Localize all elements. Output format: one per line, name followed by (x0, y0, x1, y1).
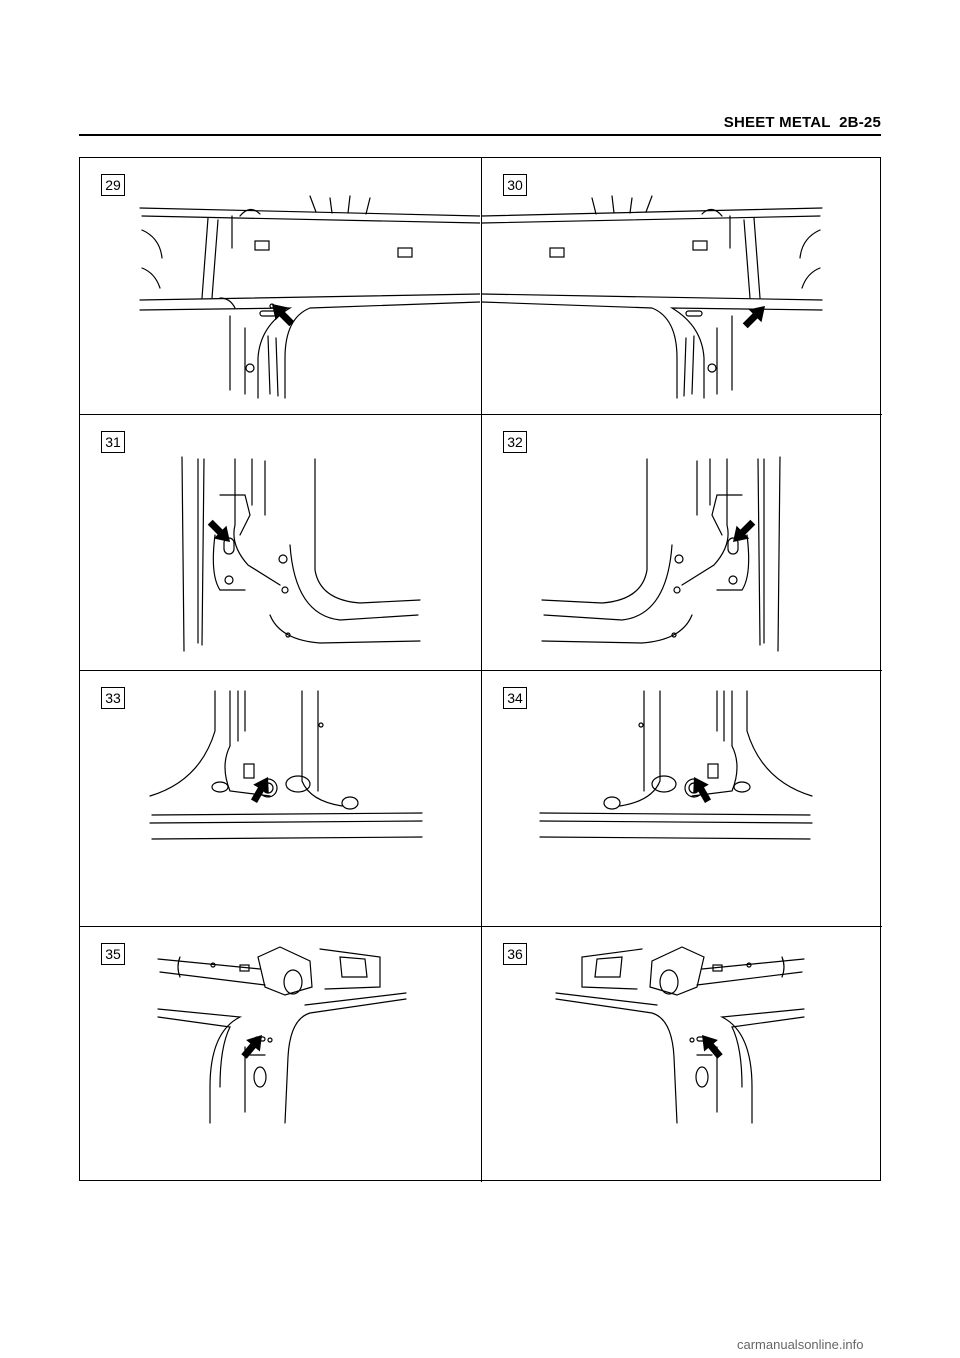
figure-number: 35 (101, 943, 125, 965)
watermark: carmanualsonline.info (737, 1337, 864, 1352)
figure-drawing (555, 946, 805, 1124)
figure-drawing (139, 195, 480, 399)
figure-number: 33 (101, 687, 125, 709)
figure-cell-35: 35 (80, 926, 481, 1182)
figure-drawing (482, 195, 823, 399)
figure-cell-29: 29 (80, 158, 481, 414)
figure-drawing (157, 946, 407, 1124)
figure-drawing (541, 456, 781, 652)
figure-cell-33: 33 (80, 670, 481, 926)
figure-cell-34: 34 (481, 670, 882, 926)
figure-cell-32: 32 (481, 414, 882, 670)
figure-number: 32 (503, 431, 527, 453)
header-rule (79, 134, 881, 136)
figure-drawing (539, 690, 813, 840)
figure-number: 36 (503, 943, 527, 965)
figure-cell-36: 36 (481, 926, 882, 1182)
figure-number: 34 (503, 687, 527, 709)
figure-drawing (181, 456, 421, 652)
figure-drawing (149, 690, 423, 840)
figure-grid: 29 30 (79, 157, 882, 1182)
figure-number: 30 (503, 174, 527, 196)
figure-number: 29 (101, 174, 125, 196)
figure-cell-30: 30 (481, 158, 882, 414)
figure-cell-31: 31 (80, 414, 481, 670)
page-title: SHEET METAL 2B-25 (723, 114, 881, 131)
figure-number: 31 (101, 431, 125, 453)
